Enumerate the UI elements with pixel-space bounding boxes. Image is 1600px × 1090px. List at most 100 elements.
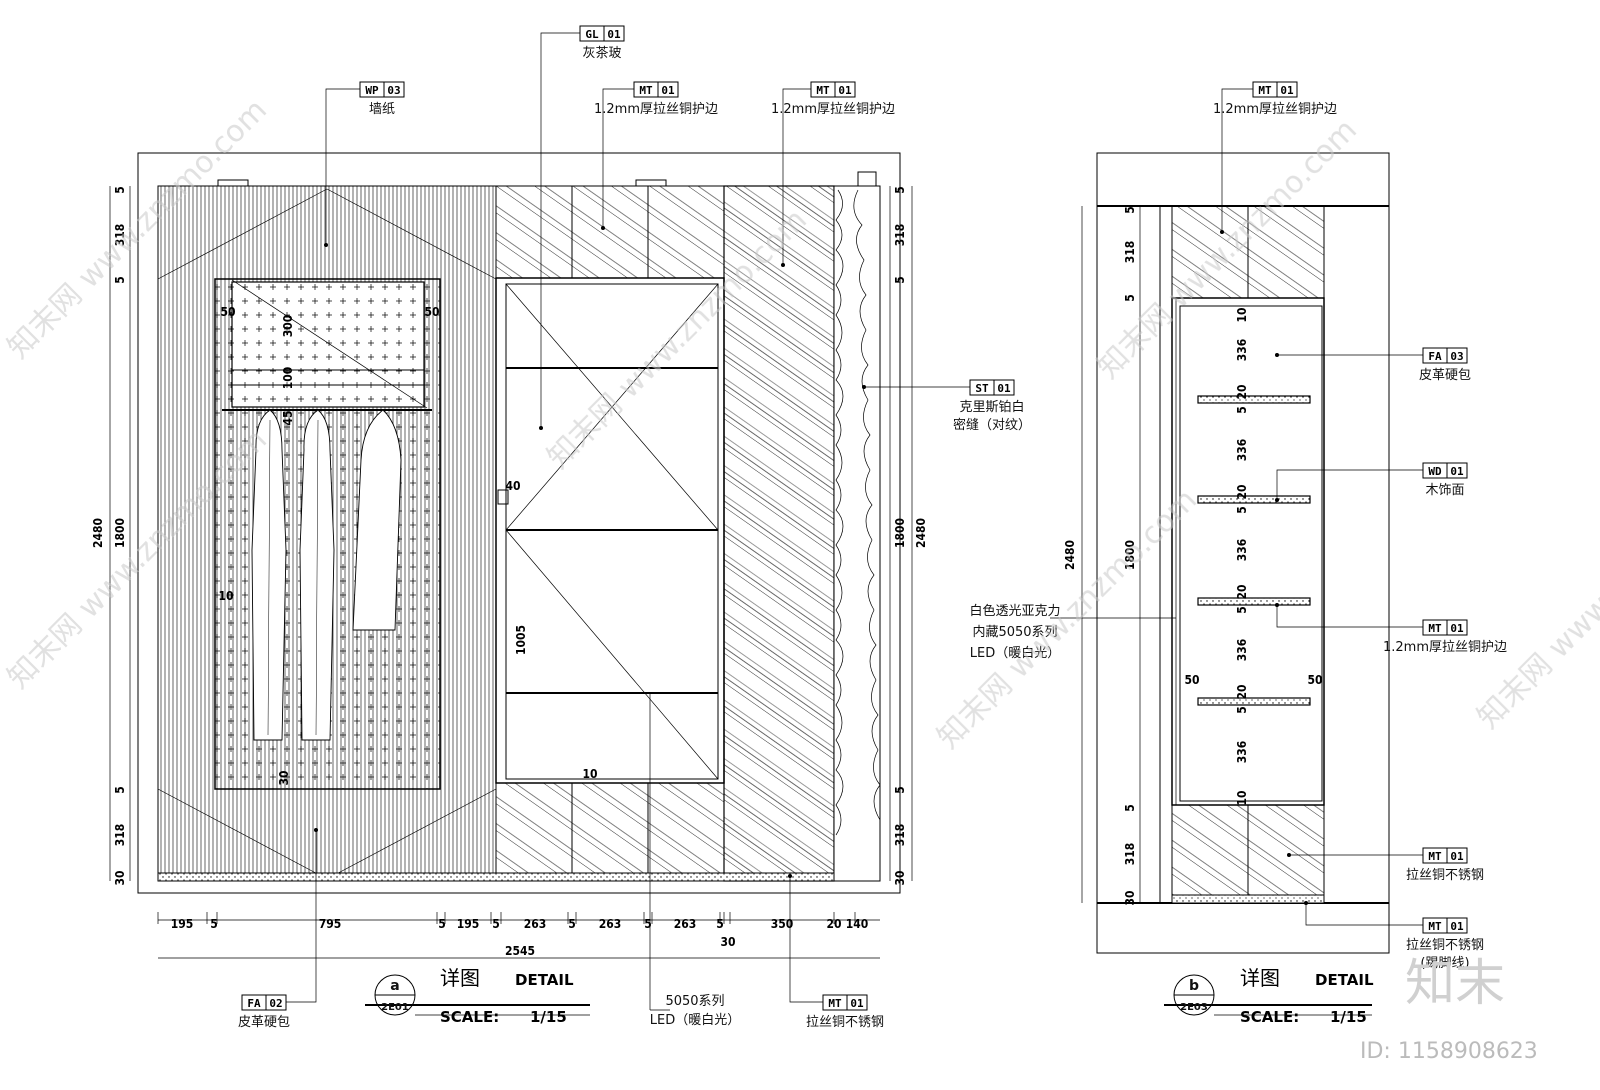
left-dim-b: 5 (1123, 294, 1137, 302)
acrylic-note-2: 内藏5050系列 (972, 624, 1057, 640)
overall-height-a-right: 2480 (914, 518, 928, 548)
left-dim-b: 30 (1123, 890, 1137, 905)
total-width-a: 2545 (505, 944, 535, 958)
shelf-3 (1197, 597, 1311, 606)
bottom-dim-a: 5 (568, 917, 576, 931)
tag-num: 01 (1450, 622, 1464, 635)
scale-label-b: SCALE: (1240, 1008, 1299, 1026)
detail-title-cn-b: 详图 (1240, 966, 1280, 990)
inner-dim-a: 50 (424, 305, 439, 319)
scale-value-b: 1/15 (1330, 1008, 1367, 1026)
bottom-dim-a: 5 (438, 917, 446, 931)
bottom-cabinet-hatched (495, 782, 725, 882)
shelf-dim-b: 10 (1235, 790, 1249, 805)
left-dim-b: 5 (1123, 206, 1137, 214)
tag-desc: 1.2mm厚拉丝铜护边 (771, 102, 895, 117)
wall-outline-a (137, 152, 901, 894)
tag-desc: 皮革硬包 (238, 1015, 290, 1030)
inner-dim-a: 1005 (514, 625, 528, 655)
right-dim-a: 318 (893, 224, 907, 247)
bottom-dim-a: 5 (644, 917, 652, 931)
tag-num: 01 (1450, 850, 1464, 863)
shelf-2 (1197, 495, 1311, 504)
tag-desc: 木饰面 (1425, 483, 1464, 498)
shelf-dim-b: 20 (1235, 584, 1249, 599)
shelf-dim-b: 5 (1235, 506, 1249, 514)
left-dim-b: 1800 (1123, 540, 1137, 570)
right-dim-a: 1800 (893, 518, 907, 548)
overall-height-b: 2480 (1063, 540, 1077, 570)
baseboard-a (157, 872, 835, 882)
tag-code: FA (1428, 350, 1442, 363)
led-note-a-1: 5050系列 (665, 994, 724, 1009)
tag-code: MT (639, 84, 653, 97)
inner-dim-a: 50 (220, 305, 235, 319)
acrylic-note-1: 白色透光亚克力 (969, 603, 1060, 619)
right-dim-a: 30 (893, 870, 907, 885)
tag-desc-2: (踢脚线) (1420, 955, 1469, 971)
overall-height-a-left: 2480 (91, 518, 105, 548)
bottom-dim-a: 5 (210, 917, 218, 931)
tag-desc: 拉丝铜不锈钢 (1406, 868, 1484, 883)
scale-value-a: 1/15 (530, 1008, 567, 1026)
left-dim-b: 5 (1123, 804, 1137, 812)
right-dim-a: 5 (893, 186, 907, 194)
watermark-brand-6: 知末网 www.znzmo.com (1471, 463, 1600, 736)
tag-num: 03 (1450, 350, 1463, 363)
shelf-dim-b: 20 (1235, 484, 1249, 499)
tag-desc: 1.2mm厚拉丝铜护边 (1383, 640, 1507, 655)
right-dim-a: 5 (893, 786, 907, 794)
shelf-dim-b: 336 (1235, 539, 1249, 562)
led-note-a-2: LED（暖白光） (650, 1012, 740, 1028)
tag-num: 01 (997, 382, 1011, 395)
title-block-b (1164, 974, 1372, 1016)
metal-panel-mt01 (723, 185, 835, 882)
right-dim-a: 318 (893, 824, 907, 847)
left-dim-b: 318 (1123, 843, 1137, 866)
tag-code: MT (1258, 84, 1272, 97)
tag-code: WD (1428, 465, 1442, 478)
elevation-b (1096, 152, 1390, 954)
tag-desc: 1.2mm厚拉丝铜护边 (1213, 102, 1337, 117)
tag-code: FA (247, 997, 261, 1010)
shelf-dim-b: 336 (1235, 439, 1249, 462)
b-tag-4: MT 01 1.2mm厚拉丝铜护边 (1275, 603, 1507, 655)
tag-desc-2: 密缝（对纹） (953, 417, 1031, 433)
shelf-side-dim-b: 50 (1307, 673, 1322, 687)
bottom-dim-a: 5 (492, 917, 500, 931)
bottom-dim-a: 140 (846, 917, 869, 931)
shelf-dim-b: 5 (1235, 606, 1249, 614)
tag-desc: 1.2mm厚拉丝铜护边 (594, 102, 718, 117)
tag-code: MT (1428, 622, 1442, 635)
shelf-1 (1197, 395, 1311, 404)
inner-dim-a: 45 (281, 410, 295, 425)
wall-outline-b (1096, 152, 1390, 954)
bottom-dim-a: 263 (524, 917, 547, 931)
bottom-dim-a: 263 (674, 917, 697, 931)
tag-desc: 墙纸 (369, 102, 395, 117)
shelf-dim-b: 5 (1235, 406, 1249, 414)
tag-num: 01 (838, 84, 852, 97)
tag-num: 01 (850, 997, 864, 1010)
watermark-logo: 知末 (1405, 954, 1505, 1012)
inner-dim-a: 10 (218, 589, 233, 603)
watermark-id: ID: 1158908623 (1360, 1039, 1538, 1064)
sheet-ref-b: 2E03 (1180, 1002, 1208, 1013)
bottom-dim-a: 350 (771, 917, 794, 931)
inner-dim-a: 100 (281, 367, 295, 390)
top-cabinet-hatched (495, 185, 725, 279)
tag-desc: 拉丝铜不锈钢 (806, 1015, 884, 1030)
tag-code: GL (585, 28, 599, 41)
dimensions-a (109, 186, 913, 959)
inner-dim-a: 30 (277, 770, 291, 785)
tag-code: WP (365, 84, 379, 97)
shelf-dim-b: 336 (1235, 339, 1249, 362)
